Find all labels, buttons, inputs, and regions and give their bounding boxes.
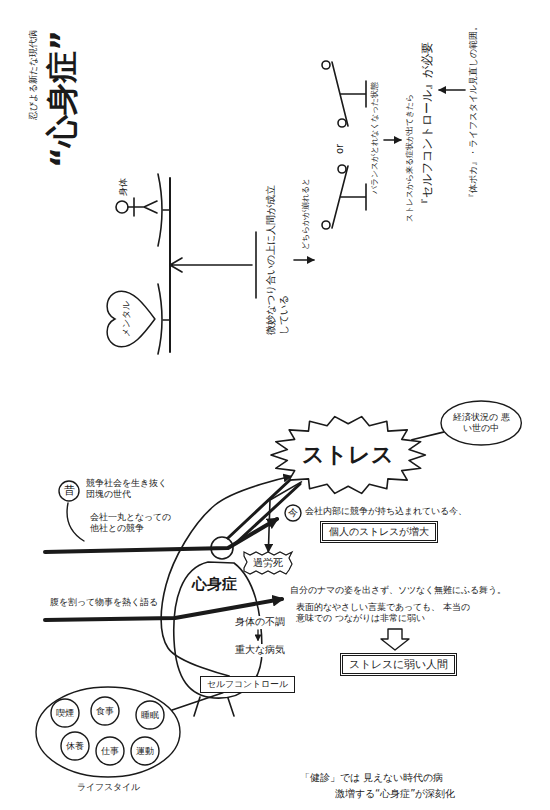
- tipped-weight: [338, 165, 346, 173]
- balance-plate: [158, 174, 162, 246]
- ellipse-outline: [61, 732, 89, 760]
- note-text: 表面的なやさしい言葉であっても、 本当の意味での つながりは非常に弱い: [296, 602, 476, 625]
- note-text: 競争社会を生き抜く 団塊の世代: [86, 478, 178, 501]
- note-text: 自分のナマの姿を出さず、ソツなく無難にふる舞う。: [290, 585, 506, 596]
- node-text: 経済状況の 悪い世の中: [452, 412, 510, 434]
- person-body: [128, 198, 157, 216]
- node-text: ライフスタイル: [77, 782, 140, 793]
- rotated-panel: メンタル 忍びよる新たな現代病身体 微妙なつり合いの上に人間が成立している どちらかが…: [20, 10, 500, 390]
- flow-arrow: [294, 259, 314, 261]
- node-text: 休養: [66, 741, 84, 752]
- lifestyle-item: 仕事: [95, 736, 125, 766]
- note-text: 会社内部に競争が持ち込まれている今、: [305, 506, 467, 517]
- ellipse-outline: [136, 701, 164, 729]
- tipped-weight: [322, 221, 330, 229]
- lifestyle-item: 運動: [130, 736, 160, 766]
- connector: [412, 432, 443, 440]
- mental-heart: メンタル: [106, 290, 156, 348]
- economy-cloud: 経済状況の 悪い世の中: [440, 400, 522, 446]
- node-text: 仕事: [101, 746, 119, 757]
- flow-arrow: [439, 89, 465, 91]
- node-text: 過労死: [253, 557, 283, 569]
- tipped-balance: [332, 62, 366, 126]
- figure-label: 身体: [118, 178, 129, 196]
- tipped-balance: [332, 166, 366, 228]
- node-text: セルフコントロール: [207, 679, 288, 690]
- node-text: ストレスに弱い人間: [349, 658, 448, 671]
- node-text: 今: [288, 507, 298, 519]
- heart-outline: [107, 291, 155, 347]
- conclusion-text: 『セルフコントロール』が必要: [420, 42, 435, 210]
- balance-stand: [170, 232, 256, 298]
- connector: [172, 693, 223, 710]
- subtitle: 忍びよる新たな現代病: [28, 30, 39, 120]
- lifestyle-item: 食事: [90, 696, 120, 726]
- node-text: 睡眠: [141, 710, 159, 721]
- diagram-caption: 「健診」では 見えない時代の病: [300, 772, 443, 785]
- weak-person-box: ストレスに弱い人間: [340, 653, 457, 676]
- era-bracket: [67, 503, 84, 541]
- ellipse-outline: [91, 697, 119, 725]
- note-text: ストレスから来る症状が出てきたら: [405, 94, 415, 222]
- connector: [161, 476, 291, 676]
- node-text: メンタル: [121, 301, 132, 337]
- karoshi-burst: 過労死: [244, 552, 292, 574]
- figure-head: [211, 537, 233, 559]
- diagram-title: “心身症”: [42, 30, 82, 168]
- lifestyle-item: 睡眠: [135, 700, 165, 730]
- node-text: ストレス: [302, 442, 394, 468]
- lifestyle-item: 休養: [60, 731, 90, 761]
- node-text: 運動: [136, 746, 154, 757]
- note-text: 『体ポカ』・ライフスタイル見直しの範囲。: [468, 22, 479, 202]
- node-text: 昔: [64, 484, 75, 497]
- note-text: 会社一丸となっての 他社との競争: [90, 512, 182, 535]
- note-text: バランスがとれなくなった状態: [370, 82, 380, 194]
- ellipse-outline: [131, 737, 159, 765]
- ellipse-outline: [441, 401, 521, 445]
- tipped-weight: [322, 61, 330, 69]
- jag-outline: [244, 552, 292, 574]
- flow-arrow: [384, 139, 401, 141]
- lifestyle-item: 喫煙: [50, 698, 80, 728]
- note-text: or: [334, 144, 347, 154]
- stress-increase-box: 個人のストレスが増大: [320, 521, 438, 543]
- stress-burst: ストレス: [270, 415, 426, 495]
- caption-line: 激増する“心身症”が深刻化: [335, 788, 455, 801]
- node-text: 喫煙: [56, 708, 74, 719]
- ellipse-outline: [285, 505, 301, 521]
- era-circle: 昔: [58, 480, 80, 502]
- node-text: 個人のストレスが増大: [329, 526, 429, 538]
- burst-outline: [271, 417, 425, 494]
- balance-group: [116, 61, 465, 354]
- connector: [268, 482, 301, 552]
- ellipse-outline: [51, 699, 79, 727]
- symptom-text: 身体の不調: [234, 616, 286, 629]
- result-arrow: [381, 629, 409, 650]
- person-head: [116, 201, 128, 213]
- symptom-text: 重大な病気: [234, 644, 286, 657]
- balance-plate: [158, 284, 162, 354]
- note-text: どちらかが崩れると: [301, 178, 311, 250]
- plate-post: [163, 210, 170, 320]
- ellipse-outline: [36, 687, 180, 777]
- self-control-box: セルフコントロール: [200, 676, 295, 693]
- ellipse-outline: [96, 737, 124, 765]
- node-text: 食事: [96, 706, 114, 717]
- lifestyle-circle: ライフスタイル 喫煙 食事 睡眠休養 仕事 運動: [35, 686, 181, 793]
- era-circle: 今: [284, 504, 302, 522]
- figure-label: 心身症: [192, 575, 237, 594]
- stress-link: [228, 478, 300, 543]
- note-text: 腹を割って物事を熱く語る: [50, 597, 158, 608]
- symptom-arrow: [257, 630, 258, 640]
- ellipse-outline: [59, 481, 79, 501]
- mental-heart-outline: [106, 290, 156, 348]
- note-text: 微妙なつり合いの上に人間が成立している: [265, 185, 290, 335]
- tipped-weight: [338, 119, 346, 127]
